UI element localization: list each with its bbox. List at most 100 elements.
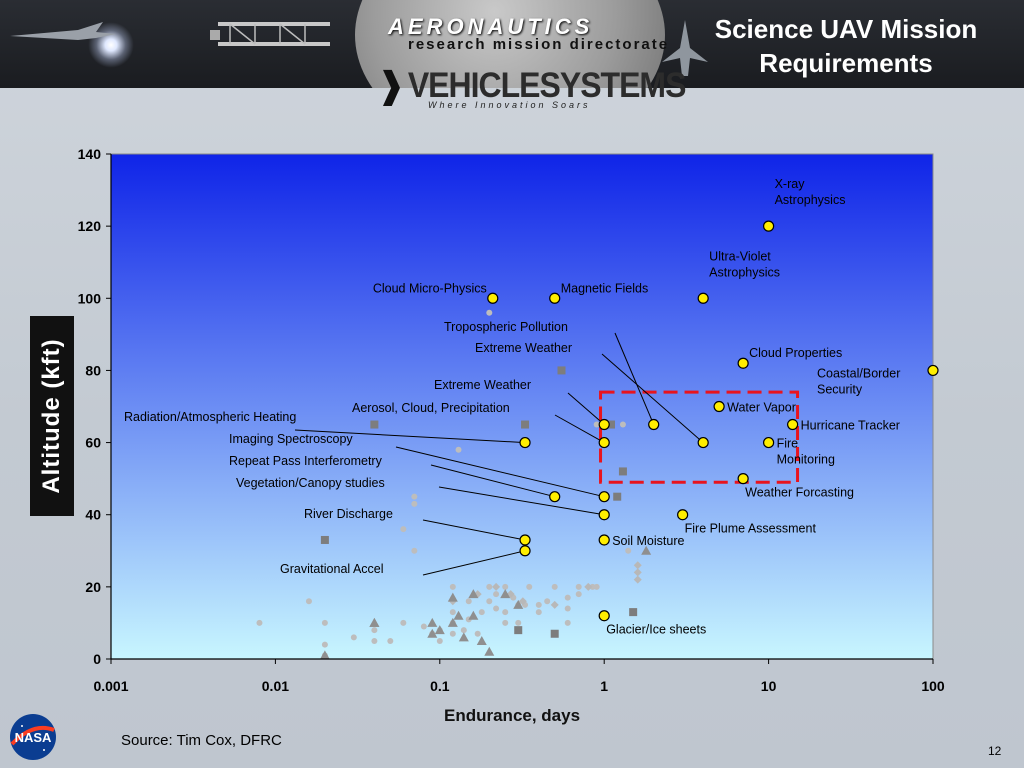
- mission-label: Radiation/Atmospheric Heating: [124, 410, 296, 424]
- mission-label-line: Tropospheric Pollution: [444, 320, 568, 334]
- bg-point-circle: [593, 421, 600, 428]
- x-tick-label: 0.1: [430, 678, 450, 694]
- callout-line: [422, 519, 526, 541]
- bg-point-circle: [486, 598, 493, 605]
- brand-vehicle-systems: ❱VEHICLESYSTEMS: [378, 64, 686, 106]
- mission-point: [762, 220, 775, 232]
- bg-point-circle: [256, 619, 263, 626]
- highlight-box: [599, 390, 800, 484]
- bg-point-square: [550, 629, 559, 638]
- moon-graphic: [355, 0, 665, 88]
- mission-label-line: Glacier/Ice sheets: [606, 623, 706, 637]
- slide-title-line-2: Requirements: [759, 48, 933, 78]
- bg-point-diamond: [518, 597, 527, 606]
- plot-area: [110, 153, 934, 660]
- bg-point-circle: [486, 309, 493, 316]
- bg-point-diamond: [633, 561, 642, 570]
- mission-label-line: Extreme Weather: [434, 378, 531, 392]
- mission-label: Aerosol, Cloud, Precipitation: [352, 401, 510, 415]
- x-axis-label: Endurance, days: [444, 706, 581, 725]
- callout-line: [614, 332, 655, 425]
- mission-point: [697, 436, 709, 449]
- mission-label: Extreme Weather: [434, 378, 531, 392]
- brand-aeronautics: AERONAUTICS: [388, 14, 594, 39]
- bg-point-diamond: [584, 582, 593, 591]
- mission-label: Extreme Weather: [475, 341, 572, 355]
- nasa-logo-text: NASA: [15, 730, 52, 745]
- brand-tagline: Where Innovation Soars: [428, 100, 591, 110]
- x-tick-label: 1: [600, 678, 608, 694]
- header-banner: AERONAUTICS research mission directorate…: [0, 0, 1024, 88]
- mission-label: Fire Plume Assessment: [685, 522, 817, 536]
- bg-point-triangle: [434, 625, 445, 635]
- mission-label: Weather Forcasting: [745, 486, 854, 500]
- x-tick-label: 0.01: [262, 678, 289, 694]
- bg-point-circle: [400, 526, 407, 533]
- bg-point-circle: [411, 493, 418, 500]
- mission-label: Repeat Pass Interferometry: [229, 454, 383, 468]
- mission-point: [519, 436, 531, 449]
- source-note: Source: Tim Cox, DFRC: [121, 732, 282, 749]
- jet-silhouette-icon: [662, 20, 708, 76]
- y-tick-label: 0: [93, 651, 101, 667]
- mission-label-line: Gravitational Accel: [280, 562, 384, 576]
- highlight-region: [599, 390, 800, 484]
- x-tick-label: 100: [921, 678, 945, 694]
- callout-line: [567, 392, 605, 425]
- bg-point-circle: [465, 598, 472, 605]
- bg-point-triangle: [458, 632, 469, 642]
- mission-point: [598, 534, 610, 546]
- bg-point-circle: [564, 605, 571, 612]
- mission-label-line: Radiation/Atmospheric Heating: [124, 410, 296, 424]
- bg-point-triangle: [500, 589, 511, 599]
- mission-label-line: Coastal/Border: [817, 366, 900, 380]
- mission-label: Glacier/Ice sheets: [606, 623, 706, 637]
- bg-point-circle: [371, 637, 378, 644]
- bg-point-circle: [502, 619, 509, 626]
- mission-point: [737, 357, 749, 369]
- mission-label-line: Imaging Spectroscopy: [229, 432, 353, 446]
- bg-point-diamond: [492, 582, 501, 591]
- bg-point-circle: [502, 583, 509, 590]
- mission-point: [549, 491, 561, 503]
- mission-label: Cloud Micro-Physics: [373, 281, 487, 295]
- x-tick-label: 0.001: [93, 678, 128, 694]
- mission-point: [598, 491, 610, 503]
- bg-point-circle: [551, 583, 558, 590]
- mission-label-line: X-ray: [775, 177, 806, 191]
- mission-label-line: Weather Forcasting: [745, 486, 854, 500]
- bg-point-square: [320, 535, 329, 544]
- mission-point: [648, 418, 660, 431]
- bg-point-circle: [321, 619, 328, 626]
- bg-point-circle: [371, 627, 378, 634]
- callout-line: [422, 550, 526, 576]
- bg-point-circle: [350, 634, 357, 641]
- bg-point-square: [629, 608, 638, 617]
- bg-point-circle: [449, 630, 456, 637]
- mission-point: [598, 509, 610, 521]
- bg-point-circle: [575, 591, 582, 598]
- page-number: 12: [988, 744, 1002, 758]
- mission-point: [697, 292, 709, 304]
- mission-label-line: Ultra-Violet: [709, 249, 771, 263]
- callout-line: [601, 353, 704, 443]
- mission-label-line: Magnetic Fields: [561, 281, 649, 295]
- bg-point-square: [557, 366, 566, 375]
- bg-point-circle: [544, 598, 551, 605]
- bg-point-triangle: [447, 592, 458, 602]
- bg-point-circle: [526, 583, 533, 590]
- mission-label-line: Cloud Micro-Physics: [373, 281, 487, 295]
- bg-point-square: [613, 492, 622, 501]
- bg-point-circle: [400, 619, 407, 626]
- bg-point-triangle: [427, 628, 438, 638]
- bg-point-triangle: [447, 617, 458, 627]
- mission-label: Vegetation/Canopy studies: [236, 476, 385, 490]
- bg-point-circle: [474, 630, 481, 637]
- bg-point-circle: [478, 609, 485, 616]
- bg-point-circle: [502, 609, 509, 616]
- biplane-icon: [210, 22, 330, 46]
- mission-label-line: Fire Plume Assessment: [685, 522, 817, 536]
- mission-label-line: Water Vapor: [727, 401, 796, 415]
